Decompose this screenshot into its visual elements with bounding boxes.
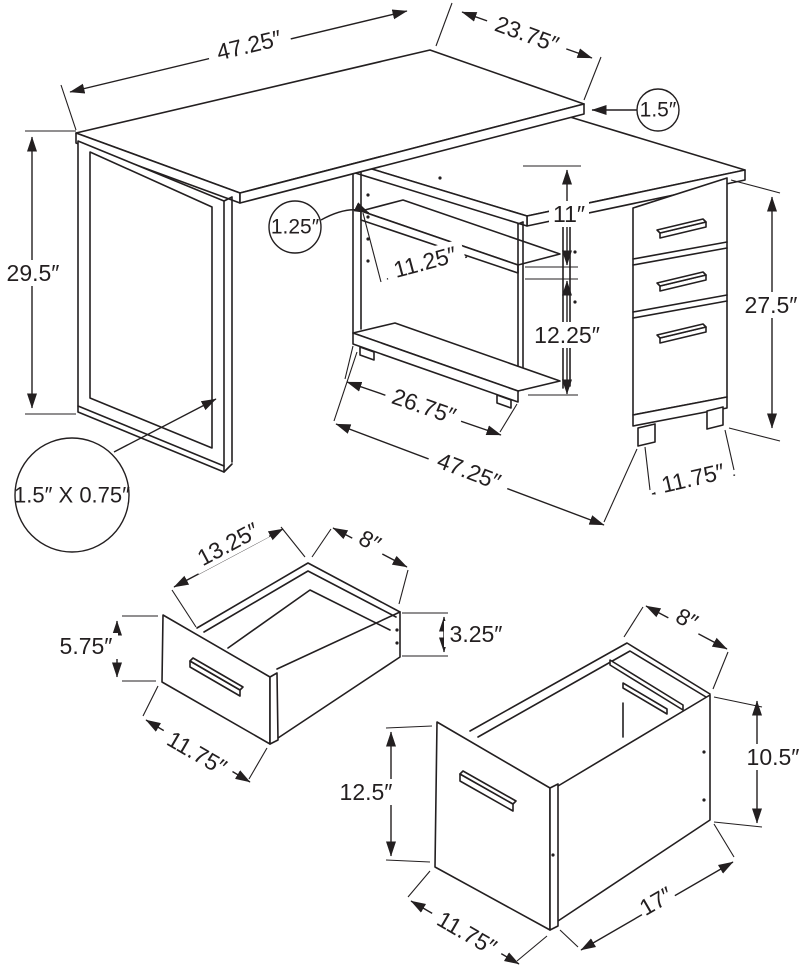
file-drawer-box xyxy=(469,642,711,922)
svg-text:47.25″: 47.25″ xyxy=(214,25,284,66)
screw-hole xyxy=(395,628,399,632)
drawer-pedestal xyxy=(632,177,728,447)
dim-overall-height: 29.5″ xyxy=(0,260,66,286)
desktop-surface xyxy=(75,49,585,204)
svg-text:12.25″: 12.25″ xyxy=(534,322,600,348)
assembled-desk-view: 1.5″ 1.25″ 1.5″ X 0.75″ 47.25″ 23.75″ 29… xyxy=(0,2,800,553)
dim-sd-inner-width: 13.25″ xyxy=(186,513,270,575)
top-thickness-label: 1.5″ xyxy=(640,99,677,122)
svg-text:10.5″: 10.5″ xyxy=(747,744,800,770)
callout-shelf-thickness: 1.25″ xyxy=(268,200,370,254)
svg-text:5.75″: 5.75″ xyxy=(60,633,113,659)
metal-leg-frame xyxy=(77,140,233,473)
callout-top-thickness: 1.5″ xyxy=(591,88,680,132)
svg-text:11.75″: 11.75″ xyxy=(163,726,231,781)
dim-fd-front-height: 12.5″ xyxy=(334,779,398,805)
svg-text:47.25″: 47.25″ xyxy=(434,447,505,495)
dim-upper-cubby-height: 11″ xyxy=(549,201,589,227)
small-drawer-front xyxy=(161,614,279,745)
leg-profile-label: 1.5″ X 0.75″ xyxy=(14,483,130,508)
svg-text:11.75″: 11.75″ xyxy=(433,906,501,961)
screw-hole xyxy=(395,641,399,645)
file-drawer-view: 8″ 10.5″ 12.5″ 11.75″ 17″ xyxy=(334,599,800,965)
svg-text:23.75″: 23.75″ xyxy=(492,11,563,58)
dim-cabinet-width: 11.75″ xyxy=(651,456,735,500)
shelf-pin-holes xyxy=(366,176,577,304)
small-drawer-box xyxy=(196,562,401,739)
dim-shelf-depth: 11.25″ xyxy=(382,239,468,285)
svg-text:13.25″: 13.25″ xyxy=(193,517,263,571)
dim-sd-front-width: 11.75″ xyxy=(155,721,239,785)
svg-text:3.25″: 3.25″ xyxy=(450,621,503,647)
screw-hole xyxy=(702,798,706,802)
dim-top-width: 47.25″ xyxy=(205,22,293,68)
svg-text:11″: 11″ xyxy=(553,201,585,227)
dim-fd-front-width: 11.75″ xyxy=(425,901,509,965)
dim-sd-front-height: 5.75″ xyxy=(54,633,118,659)
dim-lower-cubby-height: 12.25″ xyxy=(527,322,607,348)
svg-text:12.5″: 12.5″ xyxy=(340,779,393,805)
svg-text:26.75″: 26.75″ xyxy=(389,383,460,429)
svg-text:11.75″: 11.75″ xyxy=(659,458,727,498)
drawer-handles xyxy=(656,218,707,344)
dim-shelf-section-width: 26.75″ xyxy=(381,380,467,432)
svg-text:27.5″: 27.5″ xyxy=(745,292,798,318)
dim-return-length: 47.25″ xyxy=(425,443,513,499)
screw-hole xyxy=(702,750,706,754)
screw-hole xyxy=(551,853,555,857)
dim-fd-inner-depth: 8″ xyxy=(665,599,709,639)
svg-text:11.25″: 11.25″ xyxy=(391,241,460,283)
dim-fd-side-height: 10.5″ xyxy=(741,744,800,770)
dim-sd-side-height: 3.25″ xyxy=(444,621,508,647)
dim-top-depth: 23.75″ xyxy=(483,7,571,61)
shelf-thickness-label: 1.25″ xyxy=(271,216,320,239)
extension-lines-small-drawer xyxy=(122,526,448,780)
file-drawer-front xyxy=(434,721,559,931)
callout-leg-profile: 1.5″ X 0.75″ xyxy=(14,398,217,553)
svg-text:29.5″: 29.5″ xyxy=(7,260,60,286)
dim-cabinet-height: 27.5″ xyxy=(738,292,800,318)
